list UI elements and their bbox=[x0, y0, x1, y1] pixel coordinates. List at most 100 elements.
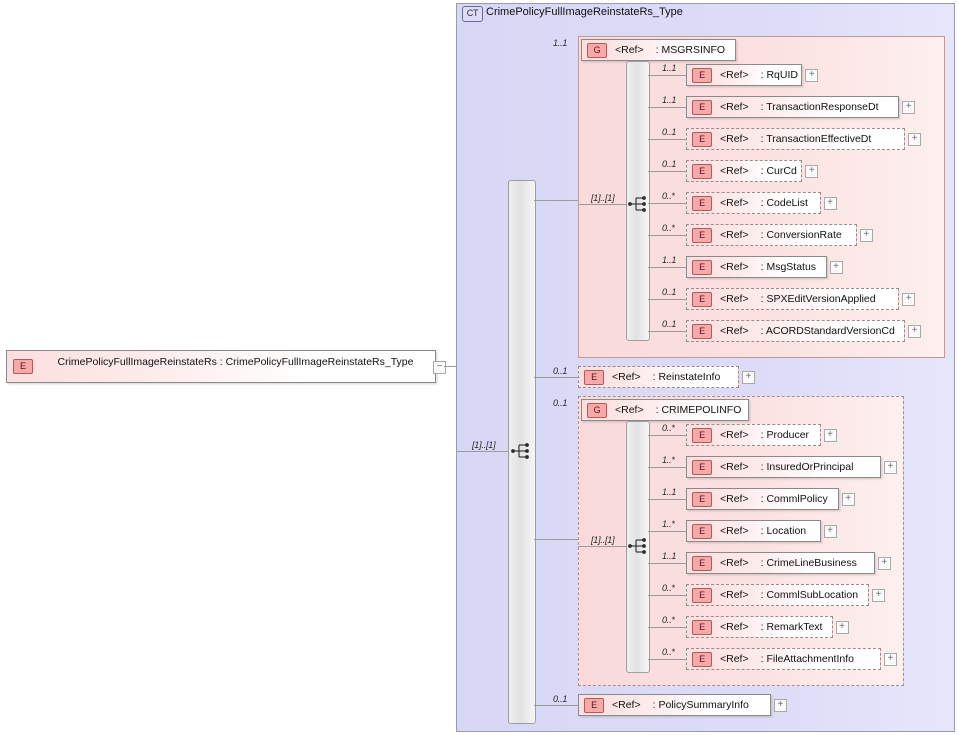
element-name-label: : ConversionRate bbox=[760, 229, 842, 241]
element-cardinality: 0..1 bbox=[662, 287, 677, 297]
expand-toggle[interactable]: + bbox=[805, 69, 819, 82]
group-ref-label: <Ref> bbox=[615, 44, 644, 56]
expand-toggle[interactable]: + bbox=[823, 429, 837, 442]
element-reinstateinfo[interactable]: E <Ref> : ReinstateInfo bbox=[578, 366, 739, 388]
expand-toggle[interactable]: + bbox=[884, 653, 897, 666]
expand-toggle[interactable]: + bbox=[835, 621, 849, 634]
connector-branch bbox=[648, 595, 686, 596]
element-ref-label: <Ref> bbox=[720, 197, 749, 209]
element-badge-icon: E bbox=[692, 459, 712, 475]
element-cardinality: 0..* bbox=[662, 583, 675, 593]
element-name-label: : Producer bbox=[760, 429, 810, 441]
connector-outer-branch-crimepolinfo bbox=[534, 539, 578, 540]
element-badge-icon: E bbox=[692, 323, 712, 339]
connector-branch bbox=[648, 435, 686, 436]
element-badge-icon: E bbox=[692, 99, 712, 115]
element-node[interactable]: E<Ref>: InsuredOrPrincipal bbox=[686, 456, 881, 478]
element-cardinality: 0..* bbox=[662, 423, 675, 433]
element-node[interactable]: E<Ref>: RqUID bbox=[686, 64, 803, 86]
element-badge-icon: E bbox=[692, 427, 712, 443]
element-ref-label: <Ref> bbox=[720, 557, 749, 569]
element-name-label: : SPXEditVersionApplied bbox=[760, 293, 876, 305]
expand-toggle[interactable]: + bbox=[908, 133, 922, 146]
element-node[interactable]: E<Ref>: CommlSubLocation bbox=[686, 584, 869, 606]
expand-toggle[interactable]: + bbox=[908, 325, 922, 338]
expand-toggle[interactable]: + bbox=[877, 557, 891, 570]
root-element-box[interactable]: E CrimePolicyFullImageReinstateRs : Crim… bbox=[6, 350, 436, 383]
element-badge-icon: E bbox=[692, 163, 712, 179]
connector-branch bbox=[648, 299, 686, 300]
element-node[interactable]: E<Ref>: CommlPolicy bbox=[686, 488, 839, 510]
element-cardinality: 0..* bbox=[662, 647, 675, 657]
expand-toggle[interactable]: + bbox=[871, 589, 885, 602]
element-cardinality: 1..1 bbox=[662, 95, 677, 105]
expand-toggle[interactable]: + bbox=[902, 101, 916, 114]
element-cardinality: 1..1 bbox=[662, 551, 677, 561]
expand-toggle[interactable]: + bbox=[829, 261, 843, 274]
expand-toggle-policysummaryinfo[interactable]: + bbox=[774, 699, 787, 712]
element-node[interactable]: E<Ref>: Producer bbox=[686, 424, 821, 446]
element-cardinality: 0..1 bbox=[662, 127, 677, 137]
element-node[interactable]: E<Ref>: CodeList bbox=[686, 192, 821, 214]
element-policysummaryinfo[interactable]: E <Ref> : PolicySummaryInfo bbox=[578, 694, 771, 716]
group-msgrsinfo-node[interactable]: G <Ref> : MSGRSINFO bbox=[581, 39, 736, 61]
sequence-icon bbox=[511, 443, 529, 459]
expand-toggle[interactable]: + bbox=[859, 229, 873, 242]
expand-toggle[interactable]: + bbox=[902, 293, 916, 306]
element-ref-label: <Ref> bbox=[720, 589, 749, 601]
element-node[interactable]: E<Ref>: TransactionEffectiveDt bbox=[686, 128, 906, 150]
element-node[interactable]: E<Ref>: SPXEditVersionApplied bbox=[686, 288, 900, 310]
element-name-label: : CommlSubLocation bbox=[760, 589, 859, 601]
expand-toggle[interactable]: + bbox=[841, 493, 855, 506]
element-ref-label: <Ref> bbox=[720, 525, 749, 537]
element-name-label: : CurCd bbox=[760, 165, 797, 177]
element-badge-icon: E bbox=[692, 291, 712, 307]
crimepolinfo-sequence-cardinality: [1]..[1] bbox=[591, 535, 615, 545]
element-badge-icon: E bbox=[692, 523, 712, 539]
element-badge-icon: E bbox=[13, 359, 33, 374]
element-badge-icon: E bbox=[692, 619, 712, 635]
element-badge-icon: E bbox=[584, 369, 604, 385]
element-name-label: : CrimeLineBusiness bbox=[760, 557, 857, 569]
connector-branch bbox=[648, 267, 686, 268]
element-cardinality: 0..1 bbox=[662, 159, 677, 169]
element-node[interactable]: E<Ref>: ConversionRate bbox=[686, 224, 857, 246]
element-name-label: : InsuredOrPrincipal bbox=[760, 461, 854, 473]
complextype-badge-icon: CT bbox=[462, 6, 483, 22]
element-node[interactable]: E<Ref>: ACORDStandardVersionCd bbox=[686, 320, 906, 342]
element-ref-label: <Ref> bbox=[720, 653, 749, 665]
expand-toggle[interactable]: + bbox=[823, 197, 837, 210]
element-ref-label: <Ref> bbox=[720, 493, 749, 505]
expand-toggle-reinstateinfo[interactable]: + bbox=[742, 371, 755, 384]
element-node[interactable]: E<Ref>: TransactionResponseDt bbox=[686, 96, 900, 118]
group-crimepolinfo-cardinality: 0..1 bbox=[553, 398, 568, 408]
element-cardinality: 0..* bbox=[662, 615, 675, 625]
expand-toggle[interactable]: + bbox=[884, 461, 897, 474]
expand-toggle[interactable]: + bbox=[823, 525, 837, 538]
connector-branch bbox=[648, 139, 686, 140]
msgrsinfo-sequence-cardinality: [1]..[1] bbox=[591, 193, 615, 203]
expand-toggle[interactable]: + bbox=[805, 165, 819, 178]
group-name-label: : MSGRSINFO bbox=[655, 44, 726, 56]
connector-branch bbox=[648, 171, 686, 172]
root-collapse-toggle[interactable]: − bbox=[433, 361, 446, 374]
group-crimepolinfo-node[interactable]: G <Ref> : CRIMEPOLINFO bbox=[581, 399, 749, 421]
policysummaryinfo-cardinality: 0..1 bbox=[553, 694, 568, 704]
element-node[interactable]: E<Ref>: Location bbox=[686, 520, 821, 542]
element-ref-label: <Ref> bbox=[720, 325, 749, 337]
element-ref-label: <Ref> bbox=[720, 621, 749, 633]
element-node[interactable]: E<Ref>: FileAttachmentInfo bbox=[686, 648, 881, 670]
element-node[interactable]: E<Ref>: CurCd bbox=[686, 160, 803, 182]
element-node[interactable]: E<Ref>: RemarkText bbox=[686, 616, 833, 638]
element-cardinality: 0..1 bbox=[662, 319, 677, 329]
connector-branch bbox=[648, 331, 686, 332]
connector-outer-branch-reinstateinfo bbox=[534, 377, 578, 378]
connector-branch bbox=[648, 107, 686, 108]
element-name-label: : CommlPolicy bbox=[760, 493, 828, 505]
connector-branch bbox=[648, 659, 686, 660]
connector-branch bbox=[648, 75, 686, 76]
element-node[interactable]: E<Ref>: MsgStatus bbox=[686, 256, 827, 278]
connector-outer-branch-policysummaryinfo bbox=[534, 705, 578, 706]
connector-branch bbox=[648, 531, 686, 532]
element-node[interactable]: E<Ref>: CrimeLineBusiness bbox=[686, 552, 875, 574]
